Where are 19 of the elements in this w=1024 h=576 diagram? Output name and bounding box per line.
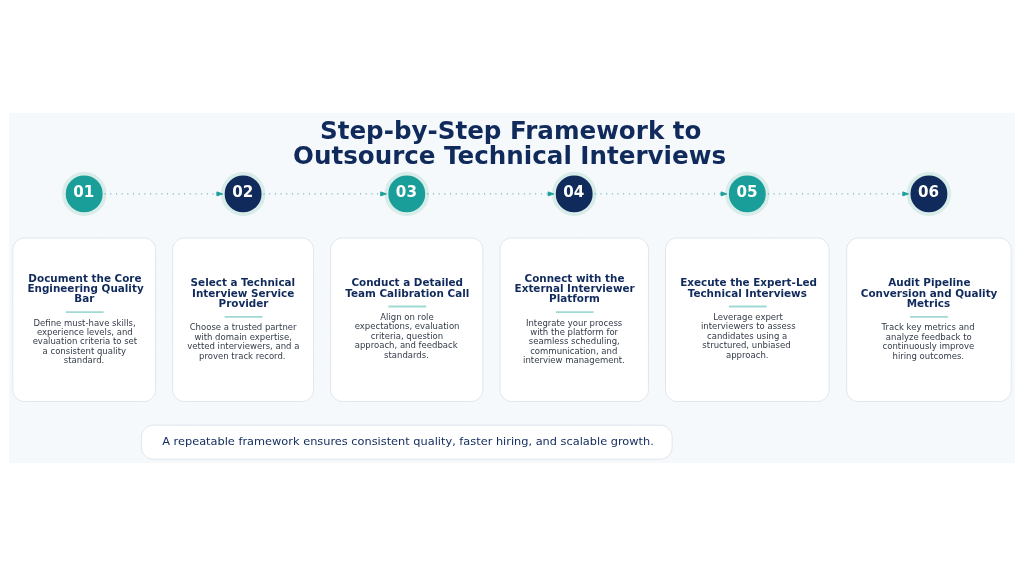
node-box: Document the Core Engineering Quality Bar Define must-have skills, experience levels, and evaluation criteria to set a consistent quality standard.	[12, 237, 157, 402]
node-box: Conduct a Detailed Team Calibration Call Align on role expectations, evaluation criteria, question approach, and feedback standards.	[330, 237, 484, 402]
node-circle: 05	[725, 171, 770, 217]
node-circle: 06	[906, 171, 952, 217]
arrow	[767, 191, 909, 197]
node-circle: 04	[551, 171, 597, 217]
node-circle: 03	[384, 171, 429, 217]
arrow	[104, 191, 224, 197]
diagram-title: Step-by-Step Framework to Outsource Technical Interviews	[293, 116, 727, 170]
arrow	[426, 191, 555, 197]
node-box: Connect with the External Interviewer Platform Integrate your process with the platform for seamless scheduling, communication, and interview management.	[499, 237, 649, 402]
node-box: A repeatable framework ensures consistent quality, faster hiring, and scalable growth.	[140, 424, 673, 460]
arrow	[594, 191, 728, 197]
arrow	[263, 191, 387, 197]
node-box: Select a Technical Interview Service Provider Choose a trusted partner with domain expertise, vetted interviewers, and a proven track record.	[172, 237, 315, 402]
node-circle: 02	[220, 171, 266, 217]
node-box: Audit Pipeline Conversion and Quality Metrics Track key metrics and analyze feedback to continuously improve hiring outcomes.	[846, 237, 1012, 402]
node-box: Execute the Expert-Led Technical Interviews Leverage expert interviewers to assess candidates using a structured, unbiased approach.	[665, 237, 830, 402]
node-circle: 01	[61, 171, 107, 217]
